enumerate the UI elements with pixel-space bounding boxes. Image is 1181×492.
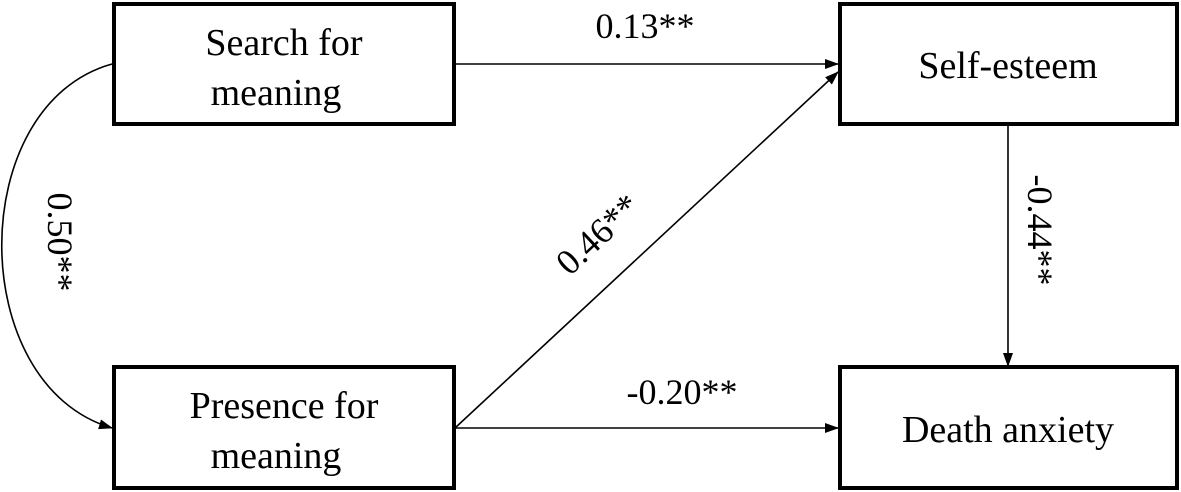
coef-search-to-self-esteem: 0.13** <box>596 6 695 46</box>
coef-covariance: 0.50** <box>40 193 80 292</box>
node-search-line-2: meaning <box>211 72 342 114</box>
node-death-anxiety-label: Death anxiety <box>902 409 1114 451</box>
node-presence-for-meaning: Presence for meaning <box>112 365 456 490</box>
coef-presence-to-self-esteem: 0.46** <box>548 186 648 283</box>
node-search-for-meaning: Search for meaning <box>112 2 456 126</box>
node-presence-line-1: Presence for <box>190 385 379 427</box>
node-search-line-1: Search for <box>205 22 363 64</box>
covariance-double-arrow <box>1 55 126 430</box>
node-self-esteem-label: Self-esteem <box>918 45 1097 87</box>
node-death-anxiety: Death anxiety <box>838 365 1179 490</box>
node-presence-line-2: meaning <box>211 435 342 477</box>
arrow-presence-to-self-esteem <box>454 71 839 429</box>
coef-presence-to-death-anxiety: -0.20** <box>627 372 738 412</box>
node-self-esteem: Self-esteem <box>838 2 1179 126</box>
coef-self-esteem-to-death-anxiety: -0.44** <box>1020 175 1060 286</box>
